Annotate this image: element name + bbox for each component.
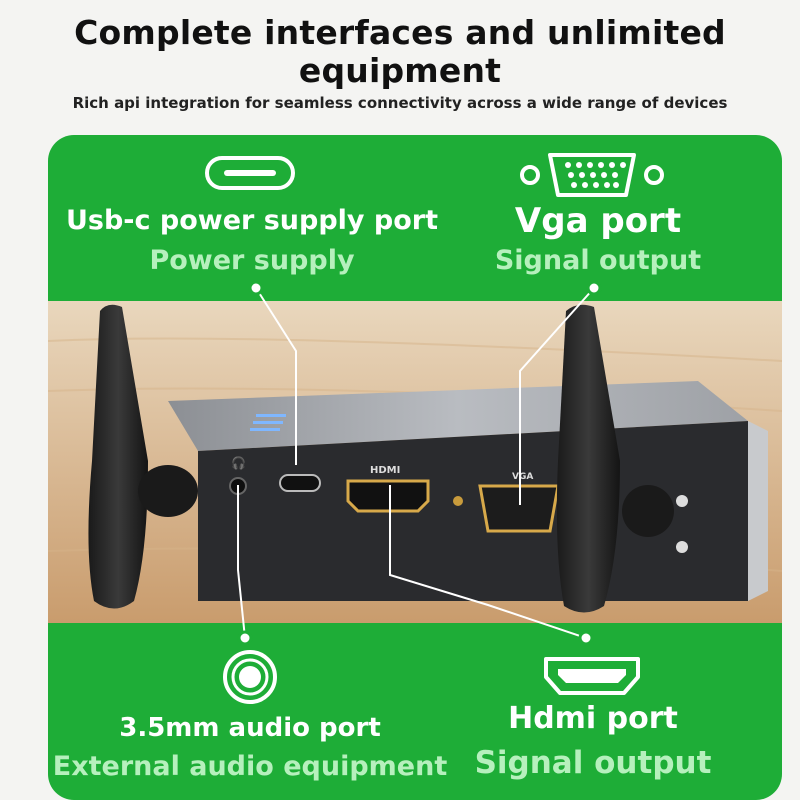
- device-vga-label: VGA: [512, 472, 533, 482]
- vga-port-icon: [520, 153, 664, 197]
- device-hdmi-port: [346, 479, 430, 513]
- left-antenna: [88, 304, 148, 609]
- product-photo: 🎧 HDMI VGA: [48, 301, 782, 623]
- hdmi-port-subtitle: Signal output: [474, 745, 712, 781]
- feature-panel: Usb-c power supply port Power supply Vga…: [48, 135, 782, 800]
- page-title: Complete interfaces and unlimited equipm…: [74, 13, 726, 90]
- device-hdmi-label: HDMI: [370, 465, 400, 476]
- vga-port-subtitle: Signal output: [494, 245, 702, 276]
- vga-port-title: Vga port: [514, 201, 682, 241]
- svg-text:🎧: 🎧: [231, 456, 246, 470]
- header: Complete interfaces and unlimited equipm…: [0, 0, 800, 135]
- device-vga-port: [478, 484, 560, 533]
- audio-port-title: 3.5mm audio port: [119, 713, 381, 743]
- audio-port-subtitle: External audio equipment: [52, 751, 448, 782]
- audio-jack-icon: [223, 650, 277, 704]
- page-subtitle: Rich api integration for seamless connec…: [72, 94, 728, 112]
- usbc-port-title: Usb-c power supply port: [65, 205, 439, 236]
- hdmi-port-title: Hdmi port: [508, 701, 678, 736]
- device-usbc-port: [279, 474, 321, 492]
- device-audio-jack: [229, 477, 247, 495]
- usb-c-port-icon: [205, 156, 295, 190]
- hdmi-port-icon: [544, 657, 640, 695]
- usbc-port-subtitle: Power supply: [149, 245, 355, 276]
